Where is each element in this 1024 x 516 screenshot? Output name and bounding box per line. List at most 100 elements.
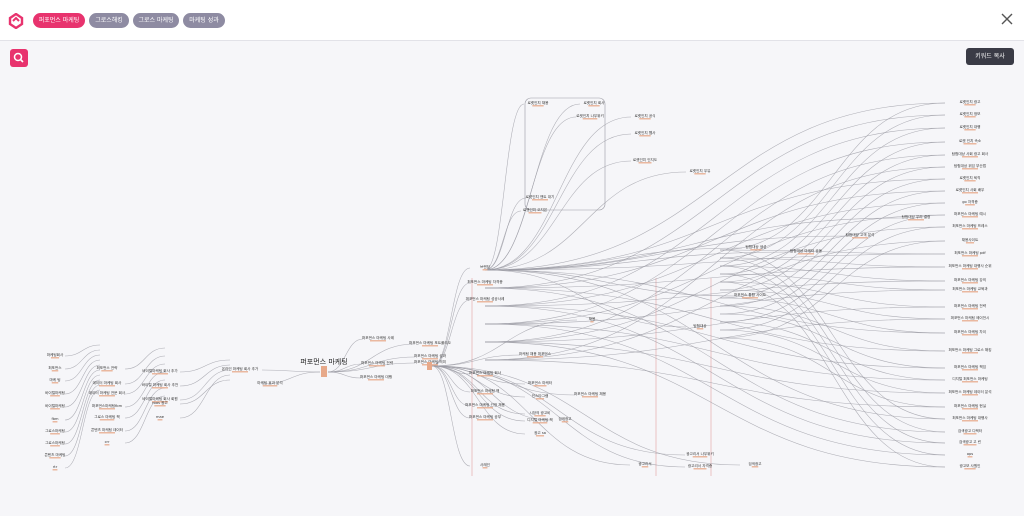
- right-node[interactable]: 퍼포먼스 마케팅 교육과: [952, 286, 988, 293]
- right-node[interactable]: 퍼포먼스 마케팅 그로스 해킹: [948, 347, 992, 354]
- tab-marketing-performance[interactable]: 마케팅 성과: [183, 13, 225, 28]
- right-node[interactable]: 로켓인치 대행: [960, 124, 981, 131]
- center-node[interactable]: 퍼포먼스 마케팅 포트폴리오: [409, 340, 452, 347]
- right-node[interactable]: 퍼포먼스 마케팅 대행사 순위: [948, 263, 992, 270]
- left-node[interactable]: rtr: [52, 465, 58, 471]
- left-mid-node[interactable]: crr: [105, 440, 110, 446]
- right-node[interactable]: 퍼포먼스 마케팅 예시: [954, 211, 986, 218]
- mid-node[interactable]: 퍼포먼스 마케팅 성공사례: [466, 296, 505, 303]
- close-icon[interactable]: [1000, 12, 1014, 26]
- upper-node[interactable]: 로켓인치 나무위키: [576, 113, 604, 120]
- mid-node[interactable]: 퍼포먼스 마케팅 자격증: [467, 279, 503, 286]
- center-left-node[interactable]: 퍼포먼스 마케팅 대행: [360, 374, 392, 381]
- right-node[interactable]: 탐험대상 위임 부산법: [954, 163, 986, 170]
- right-node[interactable]: 퍼포먼스 마케팅 차이: [954, 329, 986, 336]
- right-node[interactable]: 퍼포먼스 마케팅 전략: [954, 303, 987, 310]
- right-node[interactable]: 퍼포먼스 마케팅 강의: [954, 277, 986, 284]
- right-node[interactable]: 검색광고 디렉터: [958, 428, 982, 435]
- upper-node[interactable]: 탐험대상 우리 결정: [902, 214, 931, 221]
- left-mid2-node[interactable]: 바이럴마케팅 회사 추가: [142, 368, 178, 375]
- mid-node[interactable]: 사례인: [480, 462, 490, 469]
- left-node[interactable]: 마케 팅: [49, 377, 61, 384]
- tab-growth-hacking[interactable]: 그로스해킹: [89, 13, 129, 28]
- right-node[interactable]: 로켓인치 광고: [960, 99, 982, 106]
- mid-node[interactable]: 광고리서 자격증: [688, 463, 713, 470]
- mid-node[interactable]: 광고리서: [638, 461, 652, 468]
- mid-node[interactable]: 검색광고: [558, 416, 572, 423]
- left-mid2-node[interactable]: mae: [156, 415, 165, 421]
- right-node[interactable]: 로켓 인치 속소: [959, 138, 982, 145]
- upper-node[interactable]: 로켓인치 웹사: [635, 130, 657, 137]
- right-node[interactable]: go 자격증: [962, 199, 978, 206]
- search-button[interactable]: [10, 49, 28, 67]
- upper-node[interactable]: 탐험대상 고객 분석: [846, 232, 875, 239]
- mid-node[interactable]: 인스타그램: [532, 393, 549, 400]
- mid-node[interactable]: 브랜딩: [480, 264, 490, 271]
- mid-node[interactable]: 퍼포먼스 마케팅 공부: [469, 414, 502, 421]
- central-node[interactable]: 퍼포먼스 마케팅: [300, 357, 348, 377]
- right-node[interactable]: 퍼포먼스 마케팅 프레스: [952, 223, 988, 230]
- left-mid2-node[interactable]: roas 광고: [152, 400, 168, 407]
- left-node[interactable]: 퍼포먼스: [48, 365, 62, 372]
- left-mid-node[interactable]: 콘텐츠 마케팅 데이터: [91, 427, 123, 434]
- left-mid2-node[interactable]: 바이럴마케팅 회사 회원: [142, 396, 178, 403]
- left-node[interactable]: fbm: [51, 417, 59, 423]
- mid-node[interactable]: 채용: [589, 316, 596, 323]
- right-node[interactable]: 광고보 사원인: [960, 463, 981, 470]
- right-node[interactable]: 퍼포먼스 마케팅 책임: [954, 364, 986, 371]
- right-node[interactable]: 채용사이트: [962, 237, 979, 244]
- right-node[interactable]: 디지털 퍼포먼스 마케팅: [952, 376, 988, 383]
- upper-node[interactable]: 로켓인치 오지은: [523, 207, 548, 214]
- mid-node[interactable]: 광고리서 나무위키: [686, 451, 714, 458]
- mid-node[interactable]: 퍼포먼스 마케팅 선정 채용: [465, 402, 506, 409]
- tab-performance-marketing[interactable]: 퍼포먼스 마케팅: [33, 13, 85, 28]
- left-mid-node[interactable]: 퍼포먼스마케팅fbm: [92, 403, 123, 410]
- mid-node[interactable]: 퍼포먼스 마케팅 회사: [469, 370, 502, 377]
- right-node[interactable]: 퍼포먼스 마케팅 에이전시: [951, 315, 990, 322]
- left-mid-node[interactable]: 데이터 마케팅 전문 회사: [89, 390, 126, 397]
- left-node[interactable]: 마케팅회사: [47, 352, 64, 359]
- upper-node[interactable]: 탐험대상 마케터 공동: [790, 248, 823, 255]
- center-node[interactable]: 퍼포먼스 마케팅 성과: [414, 353, 447, 360]
- mid-node[interactable]: 마케팅 채용 퍼포먼스: [519, 351, 552, 358]
- right-node[interactable]: 로켓인치 정보: [960, 111, 982, 118]
- mid-node[interactable]: 퍼포먼스 마케팅 책: [471, 388, 500, 395]
- mid-node[interactable]: 시장의 광고비: [530, 410, 551, 417]
- upper-node[interactable]: 탐험대상: [693, 323, 707, 330]
- right-node[interactable]: 퍼포먼스 마케팅 대행사: [952, 415, 988, 422]
- center-left-node[interactable]: 퍼포먼스 마케팅 전략: [361, 360, 394, 367]
- left-node[interactable]: 바이럴마케팅: [45, 390, 65, 397]
- right-node[interactable]: 퍼포먼스 마케팅 pdf: [954, 250, 986, 257]
- mid-node[interactable]: 디지털 마케팅 책: [527, 417, 553, 424]
- upper-node[interactable]: 로켓인치 채용: [528, 100, 550, 107]
- upper-node[interactable]: 로켓인치 앤트 대기: [526, 194, 555, 201]
- center-node[interactable]: 퍼포먼스 마케팅 의미: [414, 359, 446, 366]
- mid-node[interactable]: 퍼포먼스 마케터: [528, 380, 552, 387]
- upper-node[interactable]: 로켓인치 우유: [690, 168, 712, 175]
- right-node[interactable]: 로켓인치 퇴직: [960, 175, 981, 182]
- mid-node[interactable]: 광고 sa: [534, 430, 546, 437]
- left-mid-node[interactable]: 데이터 마케팅 회사: [93, 380, 122, 387]
- upper-node[interactable]: 로켓인치 회사: [584, 100, 606, 107]
- left-mid-node[interactable]: 퍼포먼스 전략: [97, 365, 119, 372]
- right-node[interactable]: 검색광고 고 린: [959, 439, 981, 446]
- left-node[interactable]: 콘텐츠 마케팅: [45, 452, 66, 459]
- right-node[interactable]: 로켓인치 사회 배우: [956, 187, 985, 194]
- left-mid3-node[interactable]: 마케팅 효과 분석: [257, 380, 283, 387]
- right-node[interactable]: 퍼포먼스 마케팅 데이터 분석: [948, 389, 992, 396]
- center-left-node[interactable]: 퍼포먼스 마케팅 사례: [362, 335, 394, 342]
- logo-icon[interactable]: [8, 13, 24, 29]
- left-node[interactable]: 그로스마케팅: [45, 428, 65, 435]
- right-node[interactable]: 탐험대상 사회 광고 회사: [952, 151, 989, 158]
- left-node[interactable]: 그로스마케팅: [45, 440, 65, 447]
- upper-node[interactable]: 탐험대상 생성: [746, 244, 767, 251]
- mid-node[interactable]: 퍼포먼스 마케팅 채용: [574, 391, 607, 398]
- left-mid3-node[interactable]: 온라인 마케팅 회사 추가: [222, 366, 259, 373]
- right-node[interactable]: ops: [967, 452, 973, 458]
- tab-growth-marketing[interactable]: 그로스 마케팅: [133, 13, 179, 28]
- upper-node[interactable]: 로켓인치 인지도: [633, 157, 658, 164]
- right-node[interactable]: 퍼포먼스 마케팅 현실: [954, 403, 986, 410]
- left-mid2-node[interactable]: 바이럴 마케팅 회사 추천: [142, 382, 179, 389]
- upper-node[interactable]: 로켓인치 공식: [635, 113, 656, 120]
- keyword-copy-button[interactable]: 키워드 복사: [966, 48, 1014, 65]
